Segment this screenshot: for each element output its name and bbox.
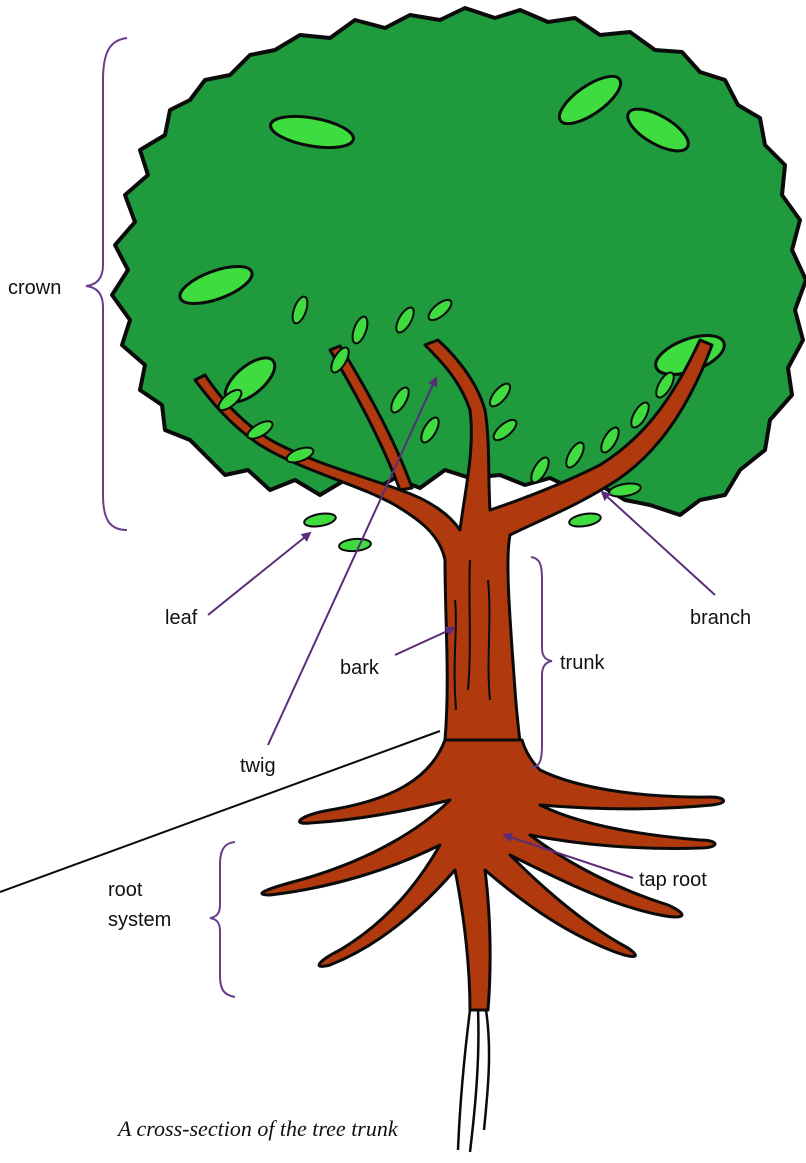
label-crown: crown: [8, 276, 61, 300]
leaf-arrow: [208, 533, 310, 615]
tap-root-tip: [458, 1010, 489, 1152]
label-bark: bark: [340, 656, 379, 680]
bark-arrow: [395, 628, 454, 655]
root-system-bracket: [210, 842, 235, 997]
trunk-bracket: [531, 557, 552, 768]
label-trunk: trunk: [560, 651, 604, 675]
crown-foliage: [112, 8, 806, 515]
label-branch: branch: [690, 606, 751, 630]
label-twig: twig: [240, 754, 276, 778]
label-tap-root: tap root: [639, 868, 707, 892]
label-root-system-line1: root: [108, 878, 142, 902]
label-root-system-line2: system: [108, 908, 171, 932]
label-leaf: leaf: [165, 606, 197, 630]
cross-section-caption: A cross-section of the tree trunk: [118, 1116, 398, 1142]
